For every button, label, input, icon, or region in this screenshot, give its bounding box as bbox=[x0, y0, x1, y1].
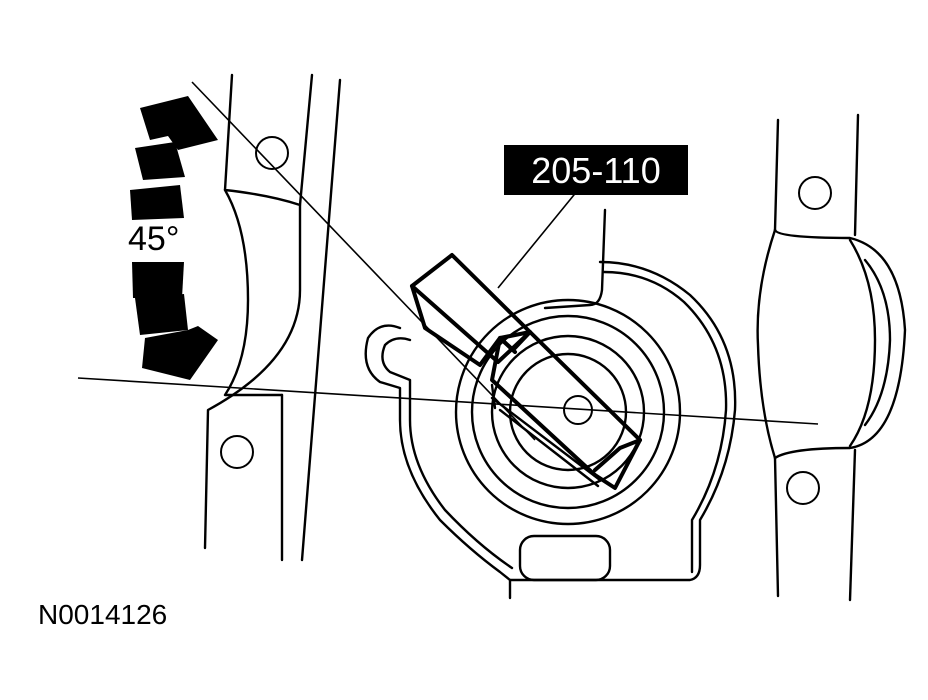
housing-tab bbox=[518, 534, 612, 582]
callout-label: 205-110 bbox=[531, 150, 660, 191]
bolt-hole-lower-left bbox=[220, 435, 254, 469]
figure-id: N0014126 bbox=[38, 599, 167, 630]
rotation-arrow bbox=[130, 96, 218, 380]
tool-callout: 205-110 bbox=[504, 145, 688, 195]
reference-line-horizontal bbox=[77, 377, 819, 425]
reference-line-angled bbox=[191, 81, 536, 441]
bolt-hole-lower-right bbox=[786, 471, 820, 505]
camshaft-rings bbox=[454, 298, 682, 526]
bolt-hole-upper-right bbox=[798, 176, 832, 210]
angle-label: 45° bbox=[128, 220, 179, 258]
callout-box bbox=[504, 145, 688, 195]
reference-lines bbox=[77, 81, 819, 441]
camshaft-housing bbox=[364, 208, 737, 600]
right-casting bbox=[756, 113, 907, 602]
alignment-tool bbox=[410, 189, 642, 490]
left-casting bbox=[203, 73, 342, 562]
callout-leader bbox=[497, 189, 579, 289]
bolt-hole-upper-left bbox=[255, 136, 289, 170]
